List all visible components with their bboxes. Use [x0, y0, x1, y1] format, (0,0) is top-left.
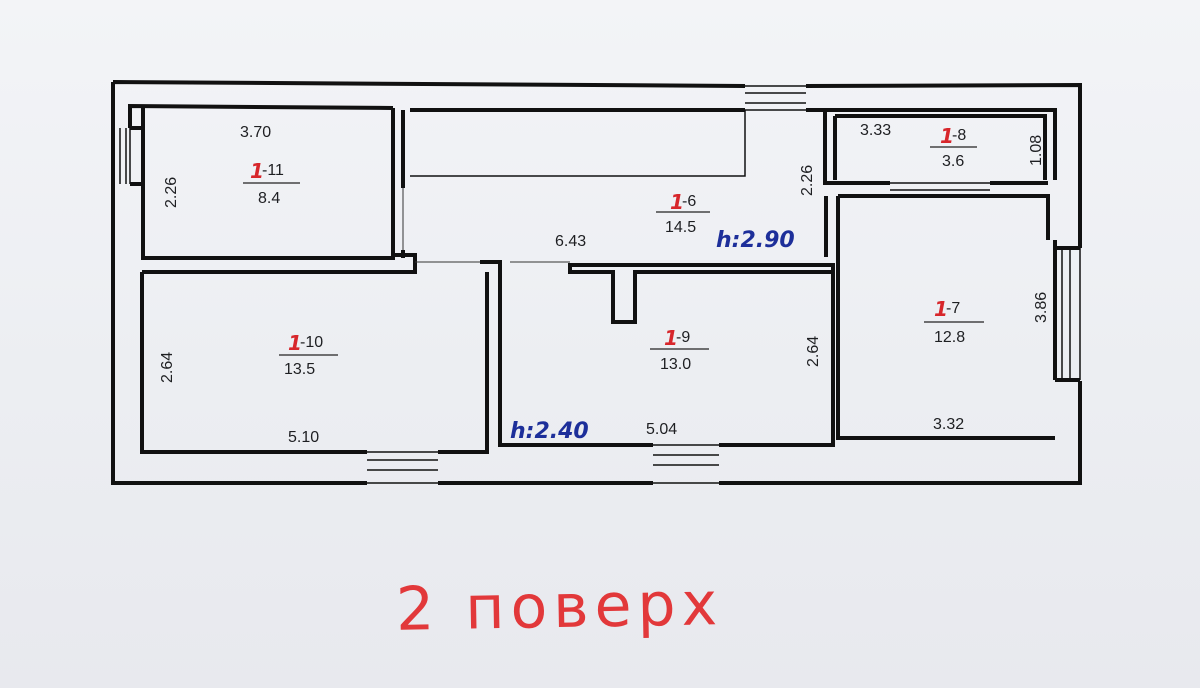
room-1-10-number-prefix: 1 — [288, 331, 302, 355]
room-1-6-depth: 2.26 — [799, 165, 816, 196]
room-1-8-number: -8 — [952, 127, 966, 144]
room-1-11-area: 8.4 — [258, 190, 280, 207]
room-1-8-area: 3.6 — [942, 153, 964, 170]
area-rules — [243, 146, 984, 356]
floor-caption: 2 поверх — [395, 569, 724, 645]
windows — [112, 85, 1081, 484]
room-1-6-area: 14.5 — [665, 219, 696, 236]
window-bottom-right — [653, 444, 719, 484]
room-1-8-width: 3.33 — [860, 122, 891, 139]
window-bottom-left — [367, 451, 438, 484]
room-1-9-area: 13.0 — [660, 356, 691, 373]
room-1-8-depth: 1.08 — [1028, 135, 1045, 166]
room-height-upper: h:2.90 — [716, 228, 795, 253]
room-1-11-width: 3.70 — [240, 124, 271, 141]
room-1-8-number-prefix: 1 — [940, 124, 954, 148]
room-1-7-number: -7 — [946, 300, 960, 317]
walls — [111, 80, 1082, 485]
window-1-8 — [890, 182, 990, 191]
room-1-6-number: -6 — [682, 193, 696, 210]
room-1-11-walls — [130, 108, 417, 274]
room-1-9-number: -9 — [676, 329, 690, 346]
window-right — [1054, 248, 1081, 380]
room-height-lower: h:2.40 — [510, 419, 589, 444]
room-1-6-number-prefix: 1 — [670, 190, 684, 214]
room-1-10-depth: 2.64 — [159, 352, 176, 383]
outer-wall-left — [111, 80, 1082, 485]
room-1-7-width: 3.32 — [933, 416, 964, 433]
room-1-10-walls — [140, 260, 502, 454]
room-1-10-width: 5.10 — [288, 429, 319, 446]
room-1-11-number-prefix: 1 — [250, 159, 264, 183]
room-1-11-depth: 2.26 — [163, 177, 180, 208]
doorways — [402, 188, 570, 263]
room-1-9-walls — [498, 263, 835, 447]
room-1-9-width: 5.04 — [646, 421, 677, 438]
corridor-closet — [410, 110, 746, 177]
room-1-9-depth: 2.64 — [805, 336, 822, 367]
room-1-10-number: -10 — [300, 334, 323, 351]
room-1-7-walls — [823, 110, 1055, 440]
window-left — [112, 128, 131, 184]
room-1-6-width: 6.43 — [555, 233, 586, 250]
room-1-7-depth: 3.86 — [1033, 292, 1050, 323]
room-1-7-area: 12.8 — [934, 329, 965, 346]
room-1-7-number-prefix: 1 — [934, 297, 948, 321]
room-1-8-walls — [833, 114, 1047, 180]
window-top — [745, 85, 806, 111]
room-1-10-area: 13.5 — [284, 361, 315, 378]
room-1-11-number: -11 — [262, 162, 284, 179]
room-1-9-number-prefix: 1 — [664, 326, 678, 350]
